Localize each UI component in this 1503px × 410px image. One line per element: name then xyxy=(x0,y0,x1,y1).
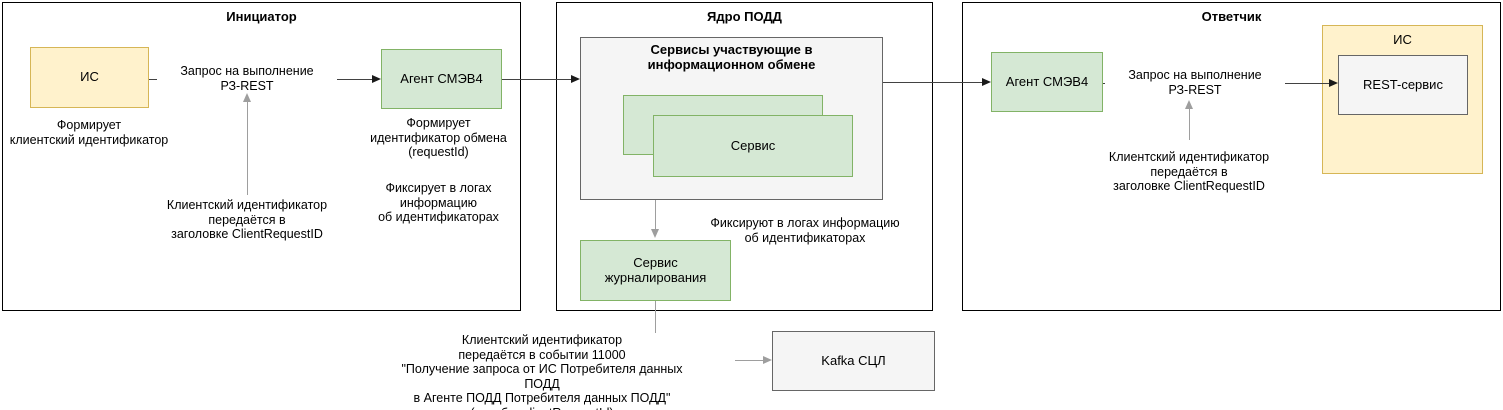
node-kafka-scl: Kafka СЦЛ xyxy=(772,331,935,391)
note-is-initiator: Формирует клиентский идентификатор xyxy=(9,118,169,147)
node-agent-smev4-initiator: Агент СМЭВ4 xyxy=(381,49,502,109)
node-is-initiator: ИС xyxy=(30,47,149,108)
note-core-services-logs: Фиксируют в логах информацию об идентифи… xyxy=(710,216,900,245)
edge-label-request-initiator: Запрос на выполнение РЗ-REST xyxy=(157,64,337,93)
arrowhead-up-icon xyxy=(243,93,251,102)
note-agent-initiator-logs: Фиксирует в логах информацию об идентифи… xyxy=(378,181,499,224)
edge-label-request-responder: Запрос на выполнение РЗ-REST xyxy=(1105,68,1285,97)
arrowhead-right-icon xyxy=(763,356,772,364)
edge-services-to-logging xyxy=(655,200,656,229)
note-kafka-event: Клиентский идентификатор передаётся в со… xyxy=(401,333,683,410)
arrowhead-right-icon xyxy=(571,75,580,83)
edge-agent-to-core xyxy=(502,79,571,80)
node-logging-service: Сервис журналирования xyxy=(580,240,731,301)
edge-clientid-up-initiator xyxy=(247,102,248,195)
arrowhead-right-icon xyxy=(982,78,991,86)
arrowhead-right-icon xyxy=(1329,79,1338,87)
arrowhead-right-icon xyxy=(372,75,381,83)
node-is-responder-label: ИС xyxy=(1393,32,1412,47)
node-agent-smev4-responder: Агент СМЭВ4 xyxy=(991,52,1103,112)
lane-responder-title: Ответчик xyxy=(1201,9,1262,24)
edge-note-to-kafka xyxy=(735,360,763,361)
node-service-front: Сервис xyxy=(653,115,853,177)
note-agent-initiator-forms: Формирует идентификатор обмена (requestI… xyxy=(370,116,507,159)
lane-core-title: Ядро ПОДД xyxy=(707,9,782,24)
arrowhead-up-icon xyxy=(1185,100,1193,109)
group-services-title: Сервисы участвующие в информационном обм… xyxy=(647,42,816,72)
node-rest-service: REST-сервис xyxy=(1338,55,1468,115)
arrowhead-down-icon xyxy=(651,229,659,238)
note-clientid-responder: Клиентский идентификатор передаётся в за… xyxy=(1108,150,1270,193)
note-clientid-initiator: Клиентский идентификатор передаётся в за… xyxy=(166,198,328,241)
edge-logging-down xyxy=(655,301,656,333)
edge-core-to-agent xyxy=(883,82,982,83)
edge-clientid-up-responder xyxy=(1189,109,1190,140)
lane-initiator-title: Инициатор xyxy=(226,9,297,24)
